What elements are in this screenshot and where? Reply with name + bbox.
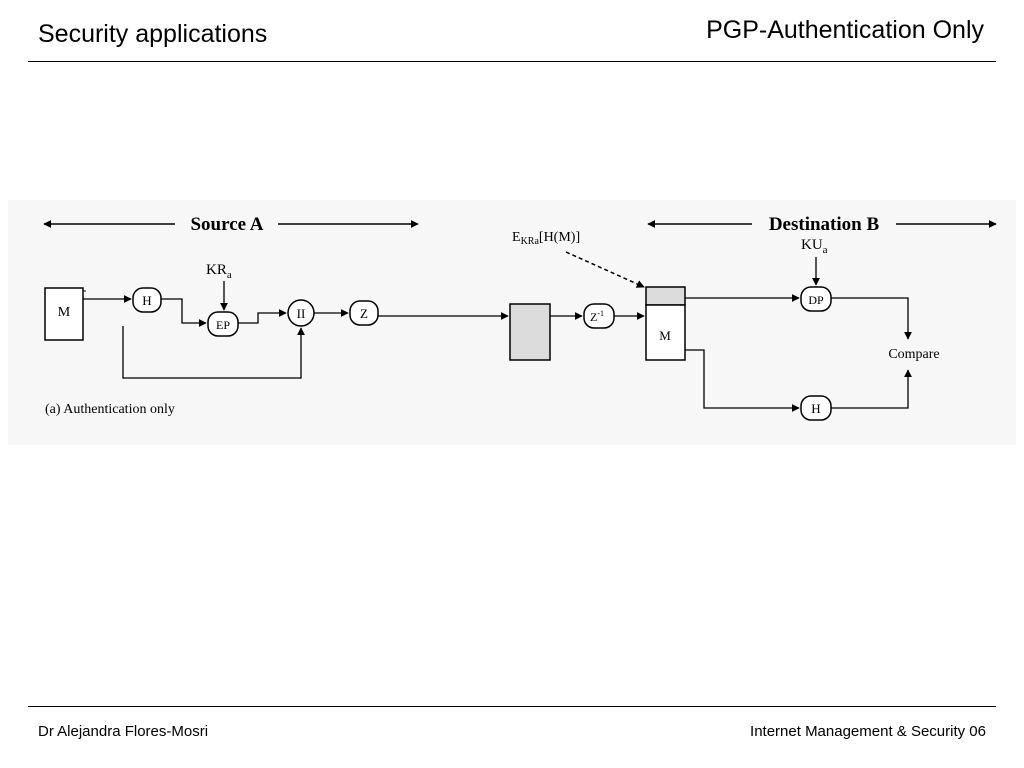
encrypt-node [207,311,239,337]
hash-destination-label: H [811,401,820,416]
signature-pointer-arrow [565,251,645,288]
hash-source-label: H [142,293,151,308]
arrow-h-to-ep [161,298,207,327]
arrow-m-to-concat [122,326,305,379]
concat-label: II [297,306,306,321]
footer-author: Dr Alejandra Flores-Mosri [38,723,209,740]
section-title: Security applications [38,20,268,48]
public-key-label: KUa [801,237,828,256]
decrypt-label: DP [808,293,824,307]
hash-node-source [132,287,162,313]
message-source-label: M [58,305,71,320]
arrow-m-to-hash-dest [685,349,800,412]
private-key-label: KRa [206,262,232,281]
decrypt-node [800,286,832,312]
header-divider [28,61,996,62]
message-box-source [44,287,84,341]
signature-block [645,286,686,306]
compare-label: Compare [888,347,939,362]
decompress-label: Z-1 [590,309,604,324]
diagram-caption: (a) Authentication only [45,402,175,417]
compress-label: Z [360,306,368,321]
transmitted-block [509,303,551,361]
footer-course: Internet Management & Security 06 [750,723,986,740]
compress-node [349,300,379,326]
footer-divider [28,706,996,707]
arrow-ep-to-concat [238,309,287,324]
source-a-label: Source A [190,214,263,235]
message-box-destination [645,304,686,361]
arrow-hash-to-compare [831,369,912,409]
arrow-dp-to-compare [831,297,912,340]
destination-b-label: Destination B [769,214,880,235]
message-destination-label: M [659,328,671,343]
signature-label: EKRa[H(M)] [512,230,580,247]
encrypt-label: EP [216,318,230,332]
slide-title: PGP-Authentication Only [706,16,984,44]
